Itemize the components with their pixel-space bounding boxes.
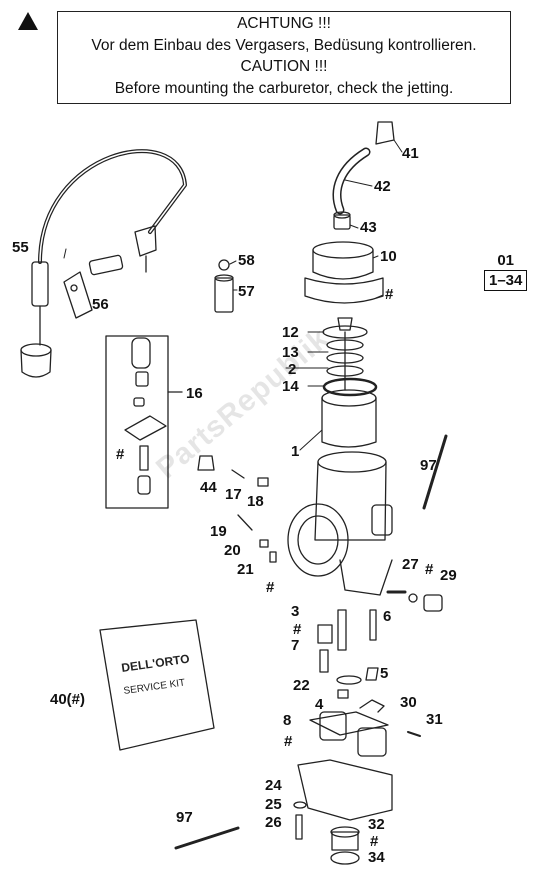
- label-hash-3: #: [293, 621, 302, 638]
- label-43: 43: [360, 219, 377, 236]
- label-14: 14: [282, 378, 299, 395]
- label-31: 31: [426, 711, 443, 728]
- label-26: 26: [265, 814, 282, 831]
- jetting-notice: ACHTUNG !!! Vor dem Einbau des Vergasers…: [57, 11, 511, 104]
- label-40: 40(#): [50, 691, 86, 708]
- group-reference: 01 1–34: [484, 252, 528, 291]
- label-hash-27: #: [425, 561, 434, 578]
- notice-line-3: CAUTION !!!: [240, 58, 328, 75]
- label-44: 44: [200, 479, 217, 496]
- label-13: 13: [282, 344, 299, 361]
- needle-jet-parts: [317, 609, 421, 737]
- label-17: 17: [225, 486, 242, 503]
- repair-kit-bag: DELL'ORTO SERVICE KIT: [99, 619, 215, 751]
- label-34: 34: [368, 849, 385, 866]
- idle-screw-parts: [386, 590, 443, 612]
- label-hash-32: #: [370, 833, 379, 850]
- jet-and-screw-parts: [197, 434, 448, 563]
- notice-line-4: Before mounting the carburetor, check th…: [114, 79, 454, 97]
- label-5: 5: [380, 665, 389, 682]
- o-ring-part: [218, 259, 230, 271]
- label-97-bottom: 97: [176, 809, 193, 826]
- label-21: 21: [237, 561, 254, 578]
- cable-adjuster-part: [63, 254, 124, 319]
- slide-and-spring-parts: [321, 317, 378, 448]
- label-20: 20: [224, 542, 241, 559]
- label-2: 2: [288, 361, 297, 378]
- label-25: 25: [265, 796, 282, 813]
- label-58: 58: [238, 252, 255, 269]
- label-8: 8: [283, 712, 292, 729]
- label-57: 57: [238, 283, 255, 300]
- label-16: 16: [186, 385, 203, 402]
- kit-line-1: DELL'ORTO: [120, 652, 190, 675]
- notice-line-2: Vor dem Einbau des Vergasers, Bedüsung k…: [91, 36, 477, 54]
- leader-lines: [63, 139, 403, 451]
- warning-triangle-icon: [18, 12, 38, 30]
- label-22: 22: [293, 677, 310, 694]
- label-12: 12: [282, 324, 299, 341]
- label-29: 29: [440, 567, 457, 584]
- label-hash-top: #: [385, 286, 394, 303]
- label-42: 42: [374, 178, 391, 195]
- label-4: 4: [315, 696, 324, 713]
- label-3: 3: [291, 603, 300, 620]
- throttle-cable-part: [20, 149, 187, 378]
- label-32: 32: [368, 816, 385, 833]
- label-hash-8: #: [284, 733, 293, 750]
- label-41: 41: [402, 145, 419, 162]
- label-97-top: 97: [420, 457, 437, 474]
- group-range: 1–34: [484, 270, 528, 291]
- starter-valve-group: [105, 335, 183, 509]
- group-code: 01: [497, 252, 515, 269]
- label-24: 24: [265, 777, 282, 794]
- label-56: 56: [92, 296, 109, 313]
- label-1: 1: [291, 443, 300, 460]
- kit-line-2: SERVICE KIT: [123, 677, 186, 697]
- label-18: 18: [247, 493, 264, 510]
- needle-holder-part: [214, 274, 234, 313]
- label-hash-21: #: [266, 579, 275, 596]
- throttle-top-parts: [304, 121, 395, 304]
- drain-hose-part: [174, 826, 240, 850]
- notice-line-1: ACHTUNG !!!: [237, 15, 331, 32]
- carburetor-body-part: [287, 451, 393, 596]
- label-hash-16: #: [116, 446, 125, 463]
- label-55: 55: [12, 239, 29, 256]
- label-6: 6: [383, 608, 392, 625]
- label-19: 19: [210, 523, 227, 540]
- float-assembly-part: [293, 711, 393, 865]
- label-10: 10: [380, 248, 397, 265]
- label-7: 7: [291, 637, 300, 654]
- label-27: 27: [402, 556, 419, 573]
- label-30: 30: [400, 694, 417, 711]
